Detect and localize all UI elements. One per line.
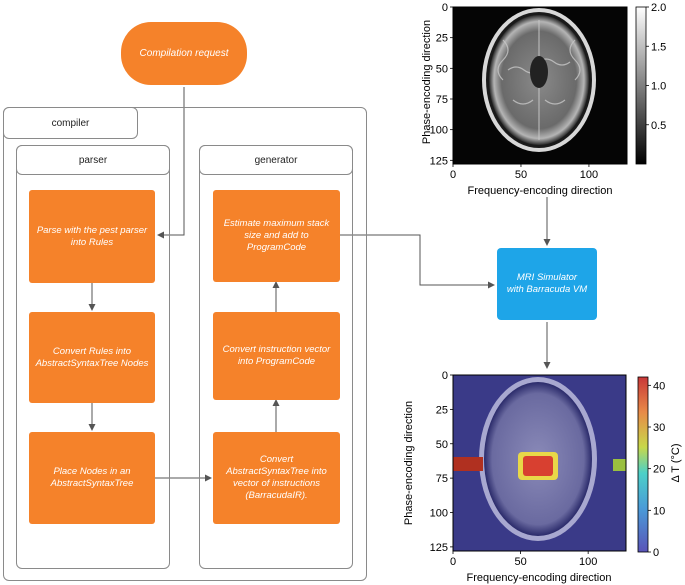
bottom-colorbar [637, 376, 649, 553]
ventricles [530, 56, 548, 88]
bot-cb-tick-label: 30 [653, 422, 665, 434]
top-colorbar-ticks: 2.0 1.5 1.0 0.5 [646, 2, 666, 132]
top-x-tick-label: 50 [515, 169, 527, 181]
bot-x-tick-label: 0 [450, 556, 456, 568]
top-plot-frame [452, 6, 628, 165]
top-y-ticks: 0 25 50 75 100 125 [430, 2, 453, 167]
generator-step-convert-instructions: Convert instruction vector into ProgramC… [213, 312, 340, 400]
bot-cb-tick-label: 0 [653, 547, 659, 559]
bot-y-tick-label: 75 [436, 473, 448, 485]
top-x-ticks: 0 50 100 [450, 164, 598, 181]
simulator-line1: MRI Simulator [516, 271, 578, 283]
top-y-tick-label: 50 [436, 63, 448, 75]
generator-step-convert-ast: Convert AbstractSyntaxTree into vector o… [213, 432, 340, 524]
top-cb-tick-label: 0.5 [651, 120, 666, 132]
simulator-line2: with Barracuda VM [506, 284, 588, 295]
bot-y-tick-label: 100 [430, 508, 448, 520]
compiler-label: compiler [3, 107, 138, 139]
bottom-colorbar-label: Δ T (°C) [670, 443, 682, 482]
top-x-tick-label: 0 [450, 169, 456, 181]
bot-y-tick-label: 0 [442, 370, 448, 382]
bot-y-tick-label: 125 [430, 542, 448, 554]
top-y-tick-label: 75 [436, 94, 448, 106]
compiler-panel [3, 107, 367, 581]
bottom-y-ticks: 0 25 50 75 100 125 [430, 370, 453, 554]
bottom-xlabel: Frequency-encoding direction [467, 572, 612, 584]
bottom-ylabel: Phase-encoding direction [403, 401, 415, 525]
top-y-tick-label: 125 [430, 155, 448, 167]
generator-label: generator [199, 145, 353, 175]
compilation-request-node: Compilation request [121, 22, 247, 85]
bot-x-tick-label: 100 [579, 556, 597, 568]
bot-y-tick-label: 25 [436, 404, 448, 416]
compilation-request-label: Compilation request [139, 48, 229, 59]
top-cb-tick-label: 1.5 [651, 41, 666, 53]
parser-step-place-nodes: Place Nodes in an AbstractSyntaxTree [29, 432, 155, 524]
bot-cb-tick-label: 10 [653, 505, 665, 517]
top-y-tick-label: 0 [442, 2, 448, 14]
bot-cb-tick-label: 20 [653, 464, 665, 476]
bot-cb-tick-label: 40 [653, 380, 665, 392]
bot-y-tick-label: 50 [436, 439, 448, 451]
parser-step-convert-rules: Convert Rules into AbstractSyntaxTree No… [29, 312, 155, 403]
top-xlabel: Frequency-encoding direction [468, 185, 613, 197]
bottom-x-ticks: 0 50 100 [450, 551, 597, 568]
generator-step-estimate-stack: Estimate maximum stack size and add to P… [213, 190, 340, 282]
top-colorbar [635, 6, 647, 165]
top-x-tick-label: 100 [580, 169, 598, 181]
top-y-tick-label: 100 [430, 125, 448, 137]
arrow-request-to-parse [157, 87, 185, 239]
parser-step-parse: Parse with the pest parser into Rules [29, 190, 155, 283]
top-cb-tick-label: 1.0 [651, 81, 666, 93]
mri-magnitude-plot: 0 25 50 75 100 125 0 50 100 Phase-encoding dire… [421, 2, 666, 197]
top-ylabel: Phase-encoding direction [421, 20, 433, 144]
arrow-stack-to-simulator [340, 234, 495, 289]
top-y-tick-label: 25 [436, 33, 448, 45]
bottom-colorbar-ticks: 40 30 20 10 0 [648, 380, 665, 559]
parser-label: parser [16, 145, 170, 175]
right-artifact [613, 459, 626, 471]
top-cb-tick-label: 2.0 [651, 2, 666, 14]
bot-x-tick-label: 50 [514, 556, 526, 568]
bottom-plot-frame [452, 374, 627, 552]
hotspot-core [523, 456, 553, 476]
mri-simulator-node: MRI Simulator with Barracuda VM [497, 248, 597, 320]
left-artifact [453, 457, 483, 471]
